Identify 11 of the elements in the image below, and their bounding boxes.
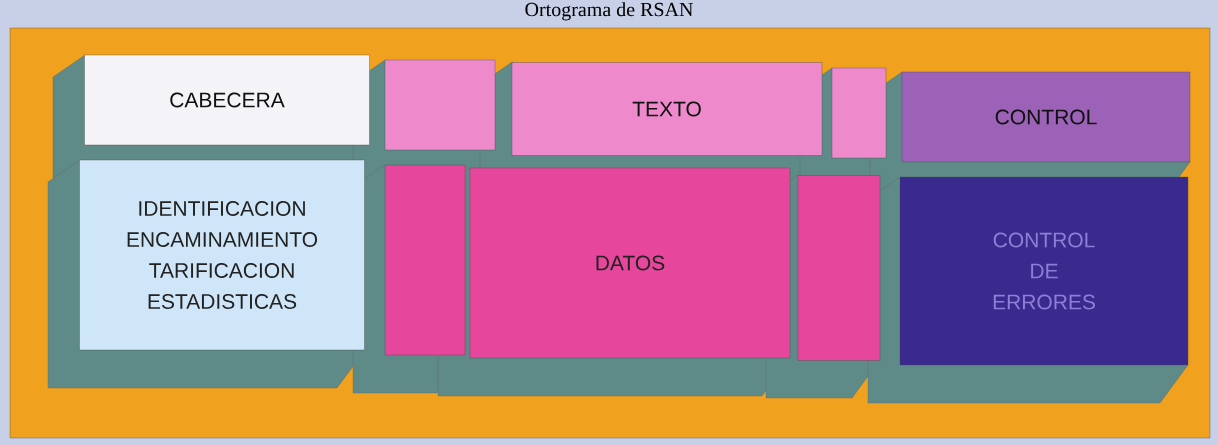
band-segment xyxy=(831,67,887,159)
text-box: IDENTIFICACION ENCAMINAMIENTO TARIFICACION ESTADISTICAS xyxy=(79,159,365,351)
text-box: CONTROL xyxy=(901,71,1191,163)
title: Ortograma de RSAN xyxy=(525,2,693,21)
band-segment xyxy=(797,175,881,361)
text-box: TEXTO xyxy=(511,62,823,156)
text-box: CONTROL DE ERRORES xyxy=(899,176,1189,366)
band-segment xyxy=(384,59,496,151)
band-segment xyxy=(384,164,466,356)
text-box: CABECERA xyxy=(84,54,370,146)
text-box: DATOS xyxy=(469,167,791,359)
